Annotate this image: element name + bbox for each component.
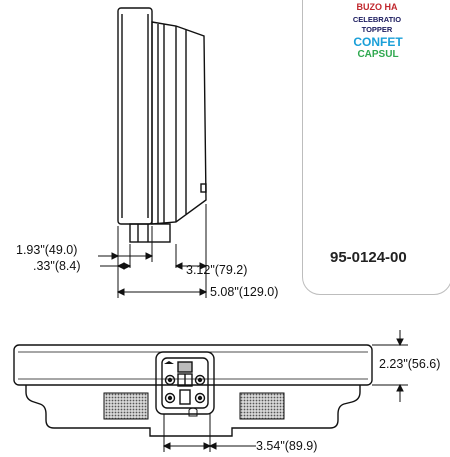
can-label-line: TOPPER xyxy=(361,25,393,34)
dim-width-b: .33"(8.4) xyxy=(33,259,81,273)
can-label-line: CONFET xyxy=(353,35,403,49)
can-label-line: CELEBRATIO xyxy=(352,15,402,24)
dim-width-total: 5.08"(129.0) xyxy=(210,285,279,299)
front-view-dimension-lines xyxy=(162,330,408,450)
dim-height: 2.23"(56.6) xyxy=(379,357,441,371)
can-label-line: CAPSUL xyxy=(357,49,399,60)
side-view-dimension-lines xyxy=(98,204,208,298)
front-view-drawing xyxy=(13,344,373,452)
part-number: 95-0124-00 xyxy=(330,249,407,266)
dim-width-c: 3.12"(79.2) xyxy=(186,263,248,277)
can-brand-label: BUZO HA xyxy=(356,2,398,12)
side-view-drawing xyxy=(117,7,207,243)
dim-front-width: 3.54"(89.9) xyxy=(256,439,318,453)
dim-width-a: 1.93"(49.0) xyxy=(16,243,78,257)
product-card xyxy=(302,0,450,295)
